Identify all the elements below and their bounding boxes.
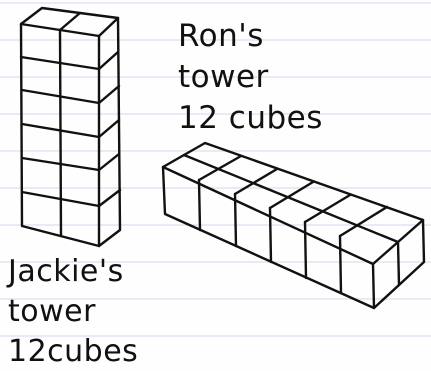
ron-label-word: tower bbox=[178, 57, 323, 98]
jackie-label-word: tower bbox=[8, 292, 138, 332]
jackie-label-name: Jackie's bbox=[8, 252, 138, 292]
ron-label-name: Ron's bbox=[178, 16, 323, 57]
jackie-tower-top-divider bbox=[60, 13, 80, 30]
jackie-tower-side-row-lines bbox=[99, 52, 120, 206]
jackie-tower-label: Jackie's tower 12cubes bbox=[8, 252, 138, 371]
jackie-tower-front-divider bbox=[60, 30, 61, 236]
jackie-label-count: 12cubes bbox=[8, 332, 138, 371]
ron-tower-top-long-divider bbox=[184, 155, 398, 242]
ron-tower-end-divider bbox=[398, 242, 399, 285]
ron-label-count: 12 cubes bbox=[178, 98, 323, 139]
jackie-tower-drawing bbox=[21, 8, 120, 246]
ron-tower-front-column-lines bbox=[199, 180, 341, 293]
ron-tower-label: Ron's tower 12 cubes bbox=[178, 16, 323, 139]
